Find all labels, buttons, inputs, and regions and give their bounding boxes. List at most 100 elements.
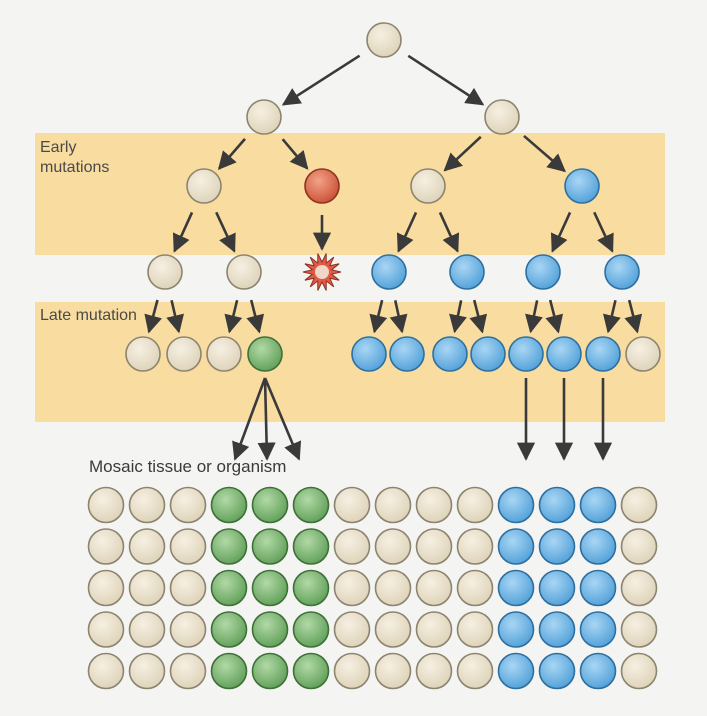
- mosaic-cell-normal: [87, 652, 125, 690]
- mosaic-cell-normal: [169, 611, 207, 648]
- mosaic-cell-green: [251, 528, 289, 565]
- mosaic-cell-normal: [128, 569, 166, 607]
- mosaic-arrow: [232, 377, 267, 461]
- mosaic-cell-normal: [333, 652, 371, 690]
- cell-blue: [525, 254, 561, 290]
- cell-normal: [125, 336, 161, 372]
- mosaic-cell-green: [292, 652, 330, 690]
- mosaic-cell-blue: [579, 528, 617, 565]
- mosaic-cell-normal: [415, 569, 453, 607]
- mosaic-cell-normal: [333, 486, 371, 524]
- lineage-arrow: [246, 299, 265, 334]
- cell-normal: [625, 336, 661, 372]
- mosaic-cell-blue: [538, 486, 576, 524]
- mosaic-cell-normal: [169, 528, 207, 565]
- lineage-arrow: [281, 138, 309, 170]
- mosaic-cell-blue: [538, 611, 576, 648]
- cell-blue: [371, 254, 407, 290]
- mosaic-cell-normal: [169, 486, 207, 524]
- lineage-arrow: [389, 300, 408, 334]
- mosaic-cell-green: [210, 652, 248, 690]
- lineage-arrow: [469, 299, 488, 334]
- mosaic-cell-normal: [415, 486, 453, 524]
- late-mutation-label: Late mutation: [40, 307, 137, 324]
- lineage-arrow: [215, 211, 236, 253]
- mosaic-cell-normal: [374, 652, 412, 690]
- mosaic-cell-normal: [620, 569, 658, 607]
- lineage-arrow: [449, 300, 467, 334]
- mosaic-cell-blue: [579, 611, 617, 648]
- cell-normal: [206, 336, 242, 372]
- mosaic-cell-green: [210, 486, 248, 524]
- lineage-arrow: [624, 299, 643, 334]
- dead-cell-core: [315, 265, 329, 279]
- mosaic-cell-green: [210, 528, 248, 565]
- mosaic-grid: [87, 486, 658, 690]
- cell-blue: [351, 336, 387, 372]
- mosaic-cell-blue: [579, 486, 617, 524]
- cell-red: [304, 168, 340, 204]
- mosaic-cell-normal: [333, 569, 371, 607]
- cell-normal: [410, 168, 446, 204]
- cell-normal: [246, 99, 282, 135]
- mosaic-arrow: [257, 377, 276, 461]
- mosaic-cell-normal: [87, 528, 125, 565]
- arrows-group: [144, 54, 643, 461]
- mosaic-cell-normal: [456, 569, 494, 607]
- mosaic-cell-normal: [128, 528, 166, 565]
- early-mutations-label: Early mutations: [40, 139, 110, 176]
- mosaic-cell-normal: [87, 486, 125, 524]
- mosaic-cell-blue: [538, 528, 576, 565]
- mosaic-cell-normal: [620, 611, 658, 648]
- cell-blue: [432, 336, 468, 372]
- lineage-arrow: [281, 54, 361, 106]
- lineage-arrow: [369, 299, 388, 334]
- mosaic-cell-normal: [415, 652, 453, 690]
- lineage-arrow: [545, 299, 564, 334]
- mosaic-cell-green: [251, 569, 289, 607]
- mosaic-cell-normal: [87, 569, 125, 607]
- mosaic-cell-normal: [456, 652, 494, 690]
- lineage-arrow: [172, 211, 194, 253]
- mosaic-cell-normal: [415, 528, 453, 565]
- mosaic-cell-normal: [128, 652, 166, 690]
- mosaic-cell-green: [210, 611, 248, 648]
- mosaic-cell-blue: [497, 486, 535, 524]
- cell-blue: [449, 254, 485, 290]
- cell-normal: [226, 254, 262, 290]
- mosaic-cell-normal: [169, 652, 207, 690]
- mosaic-tissue-label: Mosaic tissue or organism: [89, 457, 287, 476]
- mosaic-cell-normal: [456, 611, 494, 648]
- mosaic-cell-blue: [497, 528, 535, 565]
- mosaic-cell-blue: [538, 652, 576, 690]
- mosaic-cell-blue: [579, 569, 617, 607]
- cell-normal: [147, 254, 183, 290]
- cell-normal: [166, 336, 202, 372]
- mosaic-cell-normal: [128, 486, 166, 524]
- lineage-arrow: [550, 211, 572, 253]
- cell-blue: [389, 336, 425, 372]
- mosaic-cell-normal: [620, 528, 658, 565]
- mosaic-cell-green: [251, 652, 289, 690]
- mosaic-cell-normal: [456, 528, 494, 565]
- mosaic-cell-green: [292, 486, 330, 524]
- lineage-arrow: [603, 299, 621, 334]
- mosaic-cell-normal: [128, 611, 166, 648]
- mosaic-cell-normal: [333, 611, 371, 648]
- mosaic-cell-normal: [333, 528, 371, 565]
- mosaic-cell-normal: [374, 611, 412, 648]
- lineage-arrow: [438, 211, 460, 253]
- mosaic-cell-blue: [497, 652, 535, 690]
- mosaic-cell-blue: [538, 569, 576, 607]
- mosaic-cell-blue: [497, 569, 535, 607]
- mosaic-cell-normal: [620, 652, 658, 690]
- cell-blue: [508, 336, 544, 372]
- cell-normal: [366, 22, 402, 58]
- lineage-arrow: [525, 300, 543, 334]
- cell-green: [247, 336, 283, 372]
- lineage-arrow: [593, 211, 614, 253]
- lineage-arrow: [217, 138, 246, 171]
- mosaic-cell-normal: [169, 569, 207, 607]
- lineage-arrow: [166, 299, 184, 334]
- lineage-arrow: [407, 54, 485, 106]
